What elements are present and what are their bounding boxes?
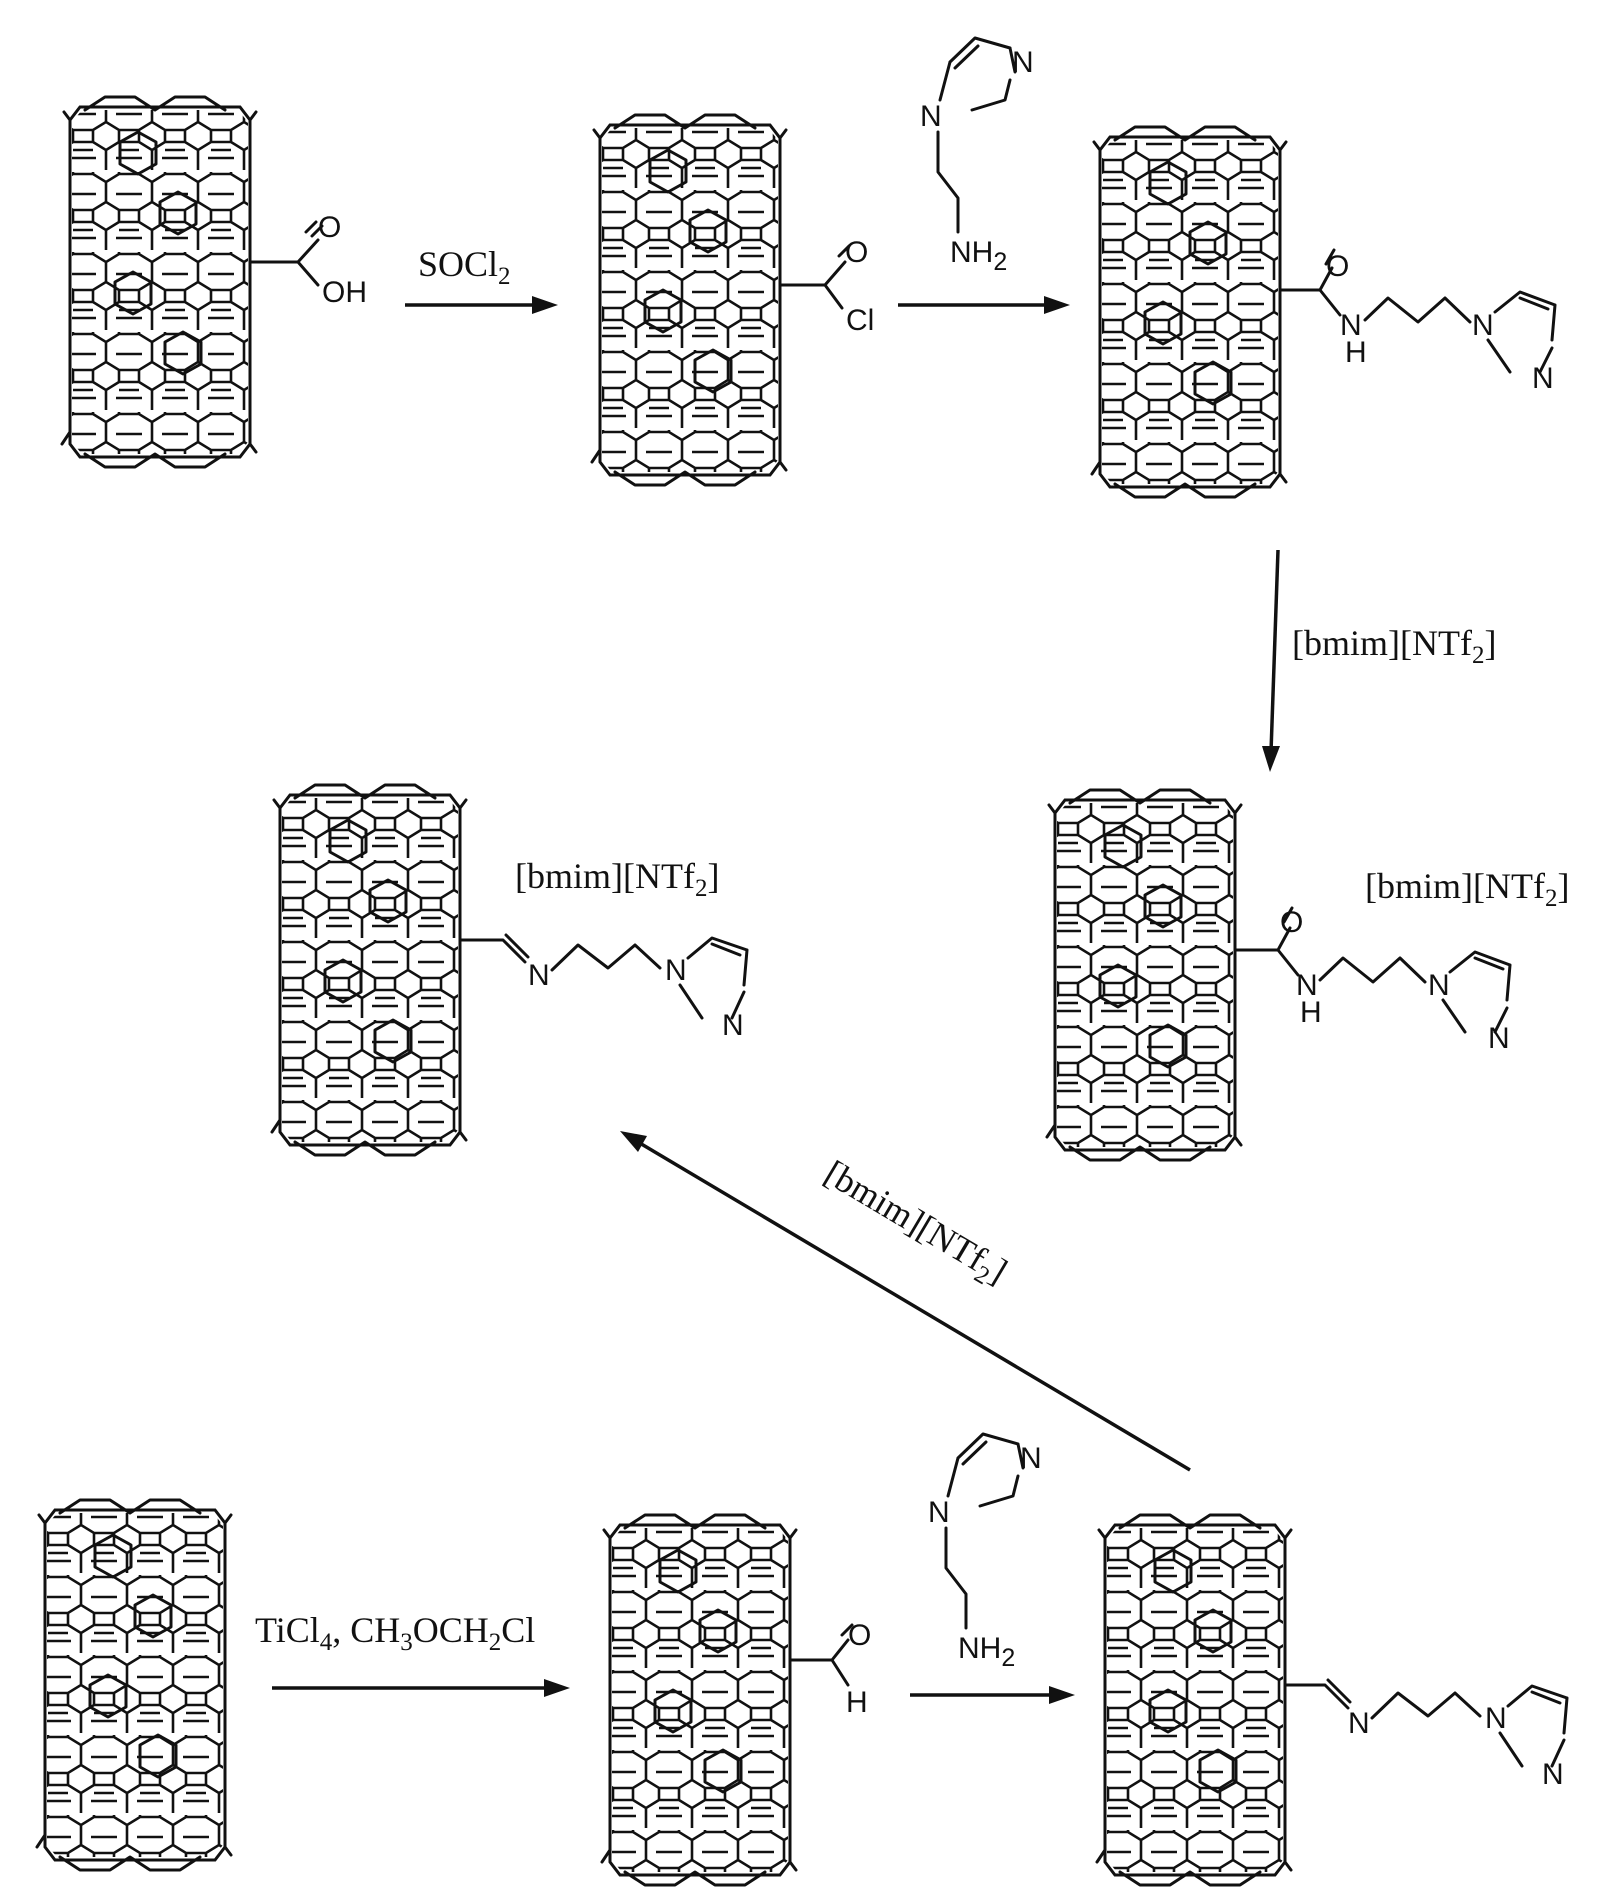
atom-n-amide: N [1340, 309, 1362, 342]
arrow-ticl4 [272, 1679, 570, 1697]
atom-n3-b: N [1020, 1442, 1042, 1475]
atom-n3-ring-imine: N [1542, 1758, 1564, 1791]
atom-n1-ring: N [1472, 309, 1494, 342]
reagent-il-1: [bmim][NTf2] [1292, 623, 1496, 669]
atom-n-amide-il: N [1296, 969, 1318, 1002]
cooh-group: O OH [248, 211, 367, 309]
atom-n3-ring: N [1532, 362, 1554, 395]
atom-oh: OH [322, 276, 367, 309]
atom-nh2: NH2 [950, 236, 1007, 276]
reagent-ticl4: TiCl4, CH3OCH2Cl [255, 1610, 535, 1656]
nanotube-amide [1090, 125, 1288, 499]
atom-n3-ring-il: N [1488, 1022, 1510, 1055]
arrow-amine-coupling [898, 296, 1070, 314]
aldehyde-group: O H [788, 1619, 871, 1719]
reagent-aminopropylimidazole-bottom: N N NH2 [928, 1432, 1042, 1672]
nanotube-cooh [60, 95, 258, 469]
atom-n1-ring-imine-il: N [665, 954, 687, 987]
arrow-imine-formation [910, 1686, 1075, 1704]
nanotube-amide-il [1045, 788, 1243, 1162]
atom-o-amide: O [1326, 250, 1349, 283]
reagent-il-4: [bmim][NTf2] [815, 1152, 1014, 1296]
nanotube-pristine [35, 1498, 233, 1872]
atom-o-acyl: O [845, 236, 868, 269]
imine-chain: N N N [1283, 1678, 1569, 1791]
atom-n3: N [1012, 46, 1034, 79]
atom-h-aldehyde: H [846, 1686, 868, 1719]
atom-n-imine-il: N [528, 959, 550, 992]
atom-h-amide: H [1345, 336, 1367, 369]
atom-o-amide-il: O [1280, 906, 1303, 939]
atom-n-imine: N [1348, 1707, 1370, 1740]
atom-o-aldehyde: O [848, 1619, 871, 1652]
cocl-group: O Cl [778, 236, 874, 337]
atom-cl: Cl [846, 304, 874, 337]
nanotube-imine-il [270, 783, 468, 1157]
atom-n1-ring-il: N [1428, 969, 1450, 1002]
reagent-aminopropylimidazole-top: N N NH2 [920, 36, 1034, 276]
nanotube-cocl [590, 113, 788, 487]
reagent-il-3: [bmim][NTf2] [515, 856, 719, 902]
imine-chain-il: N N N [458, 933, 749, 1042]
reagent-socl2: SOCl2 [418, 244, 511, 290]
atom-n1-ring-imine: N [1485, 1702, 1507, 1735]
amide-chain: O N H N N [1278, 248, 1557, 395]
atom-n3-ring-imine-il: N [722, 1009, 744, 1042]
amide-chain-il: O N H N N [1233, 906, 1512, 1055]
nanotube-imine [1095, 1513, 1293, 1887]
atom-n1: N [920, 100, 942, 133]
nanotube-aldehyde [600, 1513, 798, 1887]
reagent-il-2: [bmim][NTf2] [1365, 866, 1569, 912]
arrow-il-down [1262, 549, 1280, 772]
arrow-socl2 [405, 296, 558, 314]
atom-o: O [318, 211, 341, 244]
atom-nh2-b: NH2 [958, 1632, 1015, 1672]
arrow-il-diagonal [620, 1131, 1191, 1472]
atom-h-amide-il: H [1300, 996, 1322, 1029]
atom-n1-b: N [928, 1496, 950, 1529]
